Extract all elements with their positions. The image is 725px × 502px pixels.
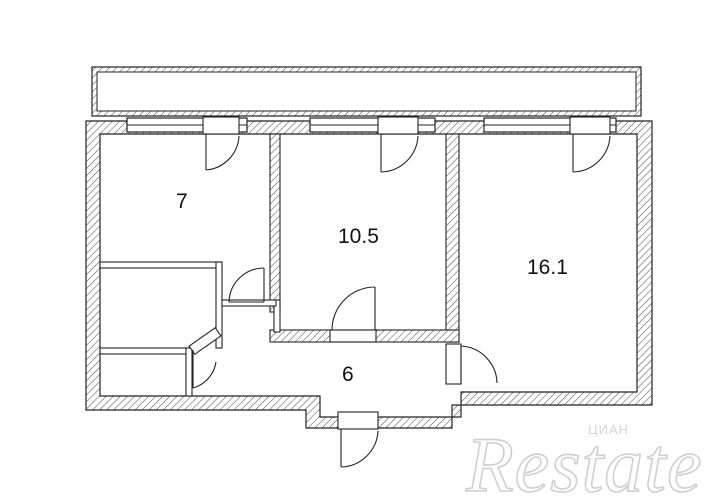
balcony-door-1 [202,116,240,171]
corridor-door [228,267,265,303]
room-area-6: 6 [342,363,354,386]
outer-wall [85,120,653,429]
windows [126,117,617,133]
room-area-7: 7 [176,190,188,213]
balcony-door-3 [569,116,611,173]
doors [188,116,611,468]
room-area-10-5: 10.5 [338,225,379,248]
balcony [91,66,642,117]
watermark-tag: ЦИАН [588,422,629,437]
balcony-door-2 [377,116,419,173]
bathroom-door [188,326,222,389]
entrance-door [337,411,379,468]
watermark-brand: Restate [465,421,703,502]
interior-walls [269,133,460,343]
room-door-10-5 [329,286,377,343]
watermark: ЦИАН Restate [464,420,703,502]
room-area-16-1: 16.1 [527,256,568,279]
room-door-16-1 [445,343,498,385]
thin-partitions [99,261,281,397]
